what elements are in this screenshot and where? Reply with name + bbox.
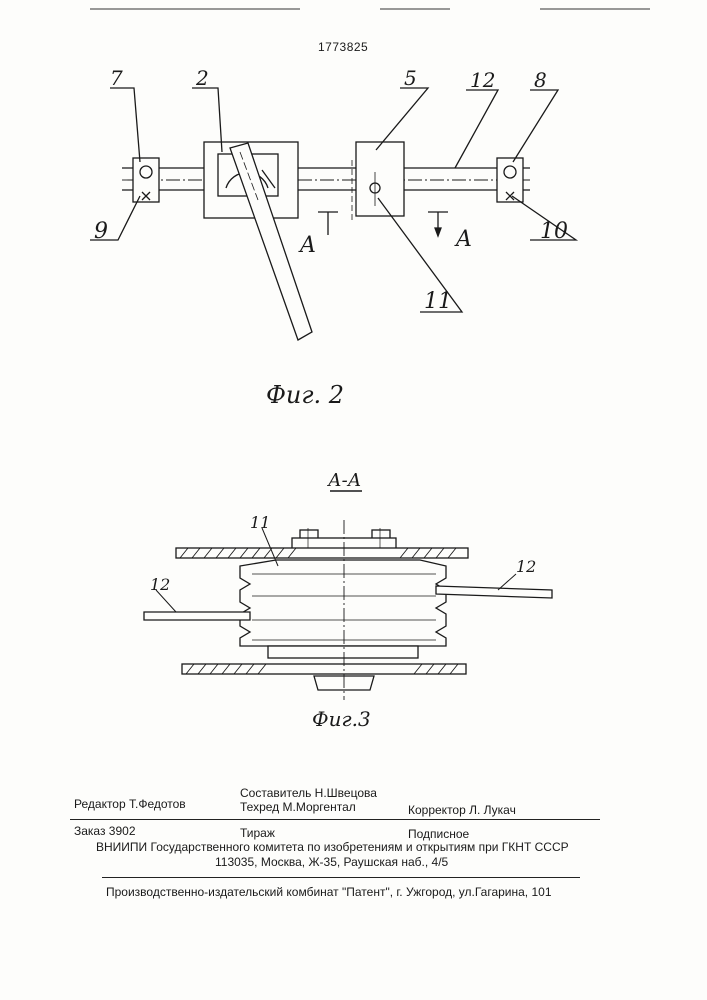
label-12-right: 12	[516, 557, 536, 576]
order-number: Заказ 3902	[74, 824, 136, 838]
label-9: 9	[94, 219, 108, 244]
compiler: Составитель Н.Швецова	[240, 786, 377, 800]
label-8: 8	[534, 68, 547, 92]
patent-drawings: 7 2 5 12 8 9 10 11 A A Фиг. 2 А-А	[0, 0, 707, 760]
pulley-hub	[268, 646, 418, 658]
label-a-right: A	[454, 227, 472, 252]
leader-8	[513, 90, 558, 162]
figure-2-labels: 7 2 5 12 8 9 10 11 A A Фиг. 2	[94, 66, 568, 409]
pulley-block-11	[240, 560, 446, 646]
figure-3: А-А	[144, 470, 552, 731]
circulation: Тираж	[240, 826, 275, 840]
label-5: 5	[404, 66, 417, 90]
address-line: 113035, Москва, Ж-35, Раушская наб., 4/5	[215, 855, 448, 869]
imprint-divider	[102, 877, 580, 878]
plant-line: Производственно-издательский комбинат "П…	[106, 885, 552, 899]
label-a-left: A	[298, 233, 316, 258]
label-2: 2	[195, 66, 209, 90]
label-12-left: 12	[150, 575, 170, 594]
techred: Техред М.Моргентал	[240, 800, 356, 814]
label-10: 10	[540, 219, 568, 244]
rod-12-left	[144, 612, 250, 620]
corrector: Корректор Л. Лукач	[408, 803, 516, 817]
section-title: А-А	[326, 470, 361, 491]
section-mark-left	[318, 212, 338, 235]
leader-11	[262, 528, 278, 566]
editor: Редактор Т.Федотов	[74, 797, 186, 811]
label-11: 11	[250, 513, 270, 532]
label-7: 7	[110, 66, 123, 90]
imprint-divider	[70, 819, 600, 820]
section-arrow	[435, 228, 441, 236]
block-5	[356, 142, 404, 216]
vniipi-line: ВНИИПИ Государственного комитета по изоб…	[96, 840, 569, 854]
figure-2-caption: Фиг. 2	[266, 381, 344, 409]
leader-12-right	[498, 574, 516, 590]
subscription: Подписное	[408, 827, 469, 841]
leader-5	[376, 88, 428, 150]
leader-12	[455, 90, 498, 168]
bottom-plate	[182, 664, 466, 674]
rod-12-right	[436, 586, 552, 598]
leader-7	[110, 88, 140, 162]
figure-3-caption: Фиг.3	[312, 707, 371, 731]
label-12: 12	[470, 68, 495, 92]
figure-2	[90, 88, 576, 340]
label-11: 11	[424, 289, 452, 314]
